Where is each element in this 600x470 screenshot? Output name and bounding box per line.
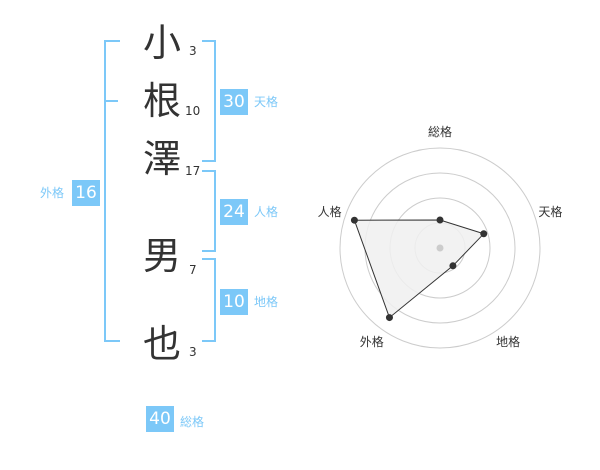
radar-point-3 (449, 262, 457, 270)
stroke-count-4: 7 (189, 263, 197, 277)
radar-axis-label-2: 天格 (538, 204, 562, 219)
name-char-5: 也 (143, 322, 182, 366)
gaikaku-label: 外格 (40, 186, 65, 200)
gaikaku-bracket (104, 40, 120, 342)
tenkaku-label: 天格 (254, 95, 279, 109)
jinkaku-label: 人格 (254, 205, 279, 219)
stroke-count-1: 3 (189, 44, 197, 58)
soukaku-label: 総格 (180, 415, 205, 429)
radar-ring-4 (339, 147, 541, 349)
radar-axis-label-5: 人格 (318, 204, 342, 219)
gaikaku-badge: 16 (72, 180, 100, 206)
name-char-2: 根 (143, 79, 182, 123)
name-char-1: 小 (143, 21, 182, 65)
radar-axis-label-1: 総格 (428, 124, 452, 139)
radar-point-2 (480, 230, 488, 238)
chikaku-label: 地格 (254, 295, 279, 309)
stroke-count-2: 10 (185, 104, 201, 118)
radar-axis-label-3: 地格 (496, 334, 520, 349)
soukaku-badge: 40 (146, 406, 174, 432)
gaikaku-bracket-tick-upper (106, 100, 118, 102)
name-char-3: 澤 (143, 137, 182, 181)
radar-point-1 (436, 216, 444, 224)
tenkaku-badge: 30 (220, 89, 248, 115)
radar-point-5 (350, 216, 358, 224)
jinkaku-badge: 24 (220, 199, 248, 225)
radar-polygon (353, 219, 485, 319)
radar-point-4 (385, 314, 393, 322)
chikaku-badge: 10 (220, 289, 248, 315)
radar-center-dot (436, 244, 444, 252)
jinkaku-bracket (202, 170, 216, 252)
stroke-count-3: 17 (185, 164, 201, 178)
radar-axis-label-4: 外格 (360, 334, 384, 349)
chikaku-bracket (202, 258, 216, 342)
name-char-4: 男 (143, 234, 182, 278)
tenkaku-bracket (202, 40, 216, 162)
stroke-count-5: 3 (189, 345, 197, 359)
